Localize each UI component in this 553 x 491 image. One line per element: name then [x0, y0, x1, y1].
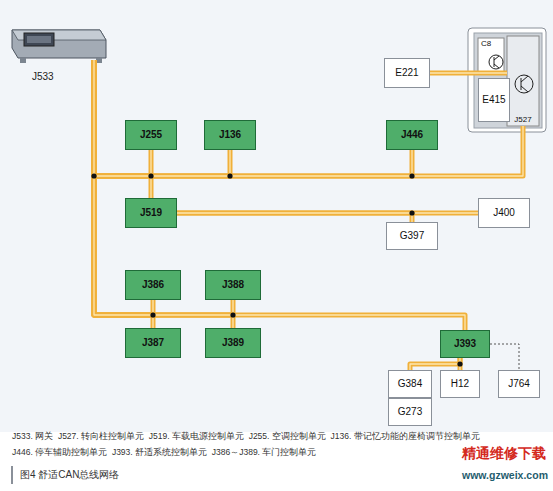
- can-bus-wire: [430, 73, 507, 74]
- unit-code: J393: [454, 339, 476, 349]
- unit-code: J764: [508, 379, 530, 389]
- bus-wire-outer: [430, 71, 507, 76]
- bus-wire-outer: [177, 213, 412, 222]
- bus-wire-outer: [458, 358, 463, 370]
- control-unit: J446: [386, 120, 438, 150]
- control-unit: J389: [205, 328, 261, 358]
- can-bus-wire: [94, 60, 523, 176]
- control-unit: J527: [507, 36, 539, 126]
- device-box: J764: [498, 370, 540, 398]
- bus-wire-outer: [94, 60, 412, 176]
- bus-wire-outer: [410, 358, 460, 370]
- bus-wire-inner: [94, 60, 465, 330]
- bus-wire-inner: [94, 60, 151, 176]
- watermark: www.gzweix.com: [462, 470, 548, 482]
- unit-code: G384: [398, 379, 422, 389]
- bus-wire-outer: [94, 60, 523, 176]
- bus-wire-outer: [94, 60, 151, 176]
- unit-code: J386: [142, 280, 164, 290]
- junction-dot: [91, 173, 462, 366]
- sensor-box: G397: [386, 222, 438, 250]
- unit-code: J533: [32, 72, 54, 82]
- bus-wire-outer: [94, 60, 230, 176]
- bus-wire-inner: [94, 60, 412, 176]
- figure-caption: 图4 舒适CAN总线网络: [20, 469, 119, 480]
- sensor-box: G384: [388, 370, 432, 398]
- unit-code: J389: [222, 338, 244, 348]
- steering-column-housing: [468, 28, 546, 132]
- dotted-wire: [490, 344, 519, 370]
- bus-wire-inner: [94, 60, 230, 176]
- can-bus-wire: [94, 60, 230, 176]
- bus-wire-inner: [94, 60, 523, 176]
- component-box: C8: [478, 38, 504, 72]
- optional-link: [490, 344, 519, 370]
- bus-wire-inner: [430, 72, 507, 73]
- can-bus-wire: [94, 60, 151, 176]
- can-bus-wire: [94, 60, 465, 330]
- gateway-unit: J533: [8, 22, 108, 84]
- legend-note: J446. 停车辅助控制单元 J393. 舒适系统控制单元 J386～J389.…: [12, 448, 316, 457]
- unit-code: E415: [482, 95, 505, 105]
- device-box: H12: [440, 370, 480, 398]
- control-unit: J393: [440, 330, 490, 358]
- device-box: J400: [478, 198, 530, 228]
- can-bus-wire: [177, 213, 412, 222]
- bus-wire-inner: [177, 213, 412, 222]
- unit-code: J136: [219, 130, 241, 140]
- unit-code: J400: [493, 208, 515, 218]
- bus-wire-inner: [410, 358, 460, 370]
- can-bus-wire: [94, 60, 412, 176]
- control-unit: J386: [125, 270, 181, 300]
- can-bus-wire: [410, 358, 460, 370]
- component-box: E415: [478, 78, 510, 122]
- sensor-box: G273: [388, 398, 432, 426]
- unit-code: J388: [222, 280, 244, 290]
- bus-wire-outer: [94, 60, 465, 330]
- unit-code: G397: [400, 231, 424, 241]
- control-unit: J136: [204, 120, 256, 150]
- unit-code: H12: [451, 379, 469, 389]
- unit-code: E221: [395, 68, 418, 78]
- control-unit: J519: [125, 198, 177, 228]
- control-unit: J255: [125, 120, 177, 150]
- unit-code: J255: [140, 130, 162, 140]
- legend-note: J533. 网关 J527. 转向柱控制单元 J519. 车载电源控制单元 J2…: [12, 432, 480, 441]
- unit-code: J446: [401, 130, 423, 140]
- watermark: 精通维修下载: [462, 446, 546, 461]
- unit-code: J527: [514, 116, 531, 124]
- unit-code: C8: [481, 40, 491, 48]
- unit-code: G273: [398, 407, 422, 417]
- unit-code: J519: [140, 208, 162, 218]
- sensor-box: E221: [384, 58, 430, 88]
- gateway-icon: [12, 30, 106, 63]
- unit-code: J387: [142, 338, 164, 348]
- caption-bar: [11, 466, 13, 484]
- control-unit: J388: [205, 270, 261, 300]
- control-unit: J387: [125, 328, 181, 358]
